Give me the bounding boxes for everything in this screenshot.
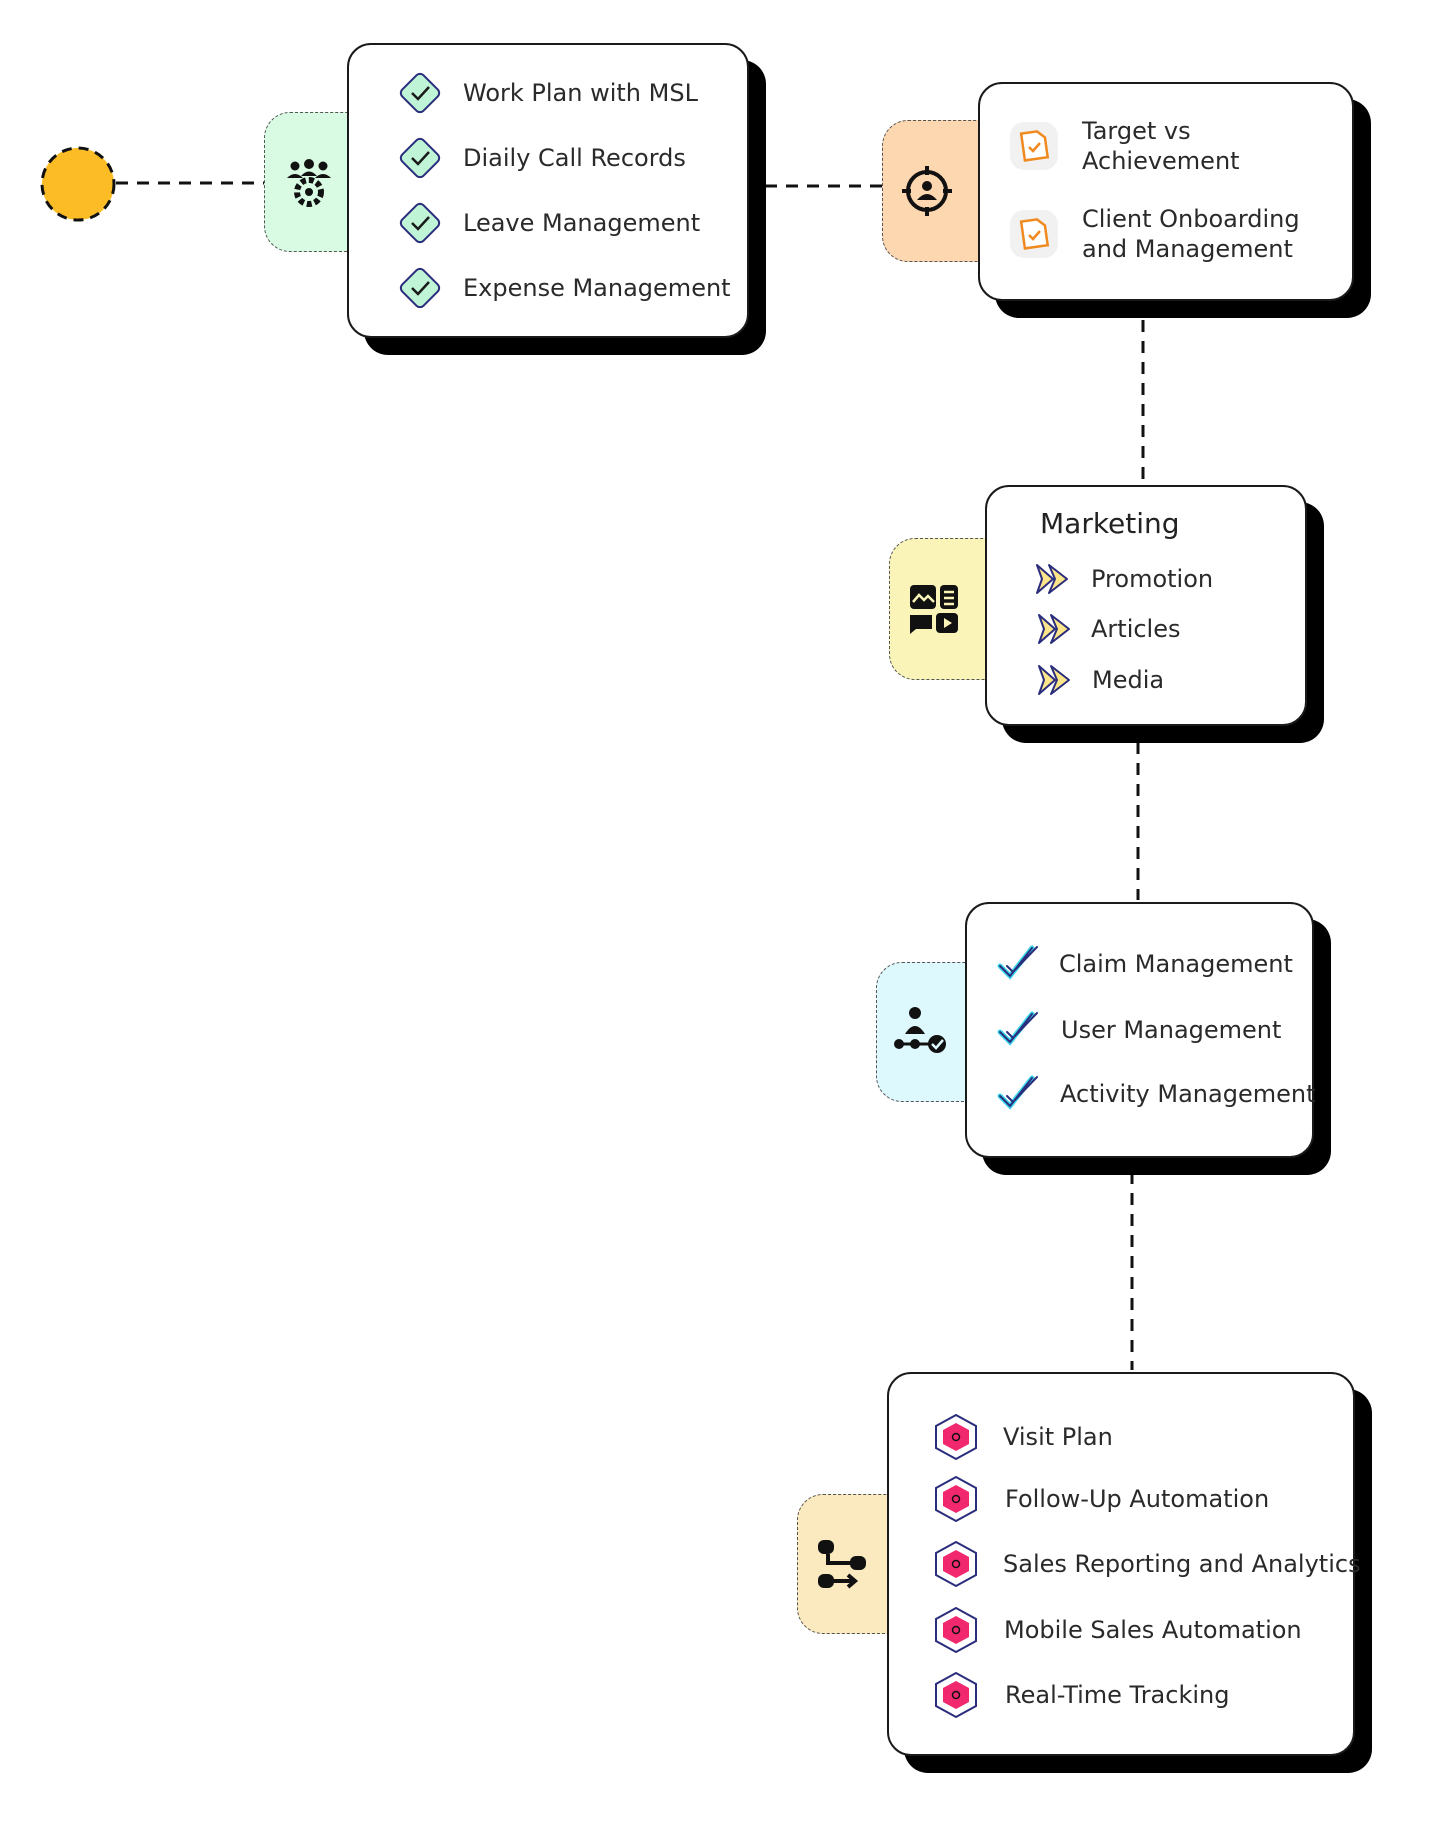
card-management: Claim Management User Management Activit…: [965, 902, 1315, 1158]
item-label: Target vs Achievement: [1082, 117, 1240, 175]
list-item: User Management: [997, 1010, 1281, 1050]
double-tick-icon: [997, 1075, 1038, 1110]
tab-target: [882, 120, 982, 262]
card-sales: Visit Plan Follow-Up Automation Sales Re…: [887, 1372, 1361, 1756]
list-item: Activity Management: [997, 1074, 1315, 1114]
double-chevron-icon: [1038, 614, 1070, 644]
tab-marketing: [889, 538, 989, 680]
list-item: Visit Plan: [933, 1413, 1113, 1461]
hexagon-icon: [935, 1606, 977, 1654]
double-tick-icon: [997, 1011, 1038, 1046]
hexagon-icon: [935, 1475, 977, 1523]
card-targets-clients: Target vs Achievement Client Onboarding …: [978, 82, 1354, 301]
tab-user-management: [876, 962, 976, 1102]
item-label: Visit Plan: [1003, 1423, 1113, 1451]
card-marketing: Marketing Promotion Articles Media: [985, 485, 1307, 726]
card-field-activities: Work Plan with MSL Diaily Call Records L…: [347, 43, 749, 338]
item-label: Promotion: [1091, 565, 1214, 593]
list-item: Sales Reporting and Analytics: [933, 1540, 1361, 1588]
list-item: Articles: [1035, 612, 1181, 646]
check-diamond-icon: [399, 137, 441, 179]
list-item: Client Onboarding and Management: [1006, 204, 1312, 264]
item-label: Mobile Sales Automation: [1004, 1616, 1302, 1644]
document-check-icon: [1010, 210, 1058, 258]
item-label: Activity Management: [1060, 1080, 1316, 1108]
item-label: Work Plan with MSL: [463, 79, 698, 107]
flow-route-icon: [817, 1540, 866, 1589]
tab-team: [264, 112, 364, 252]
double-chevron-icon: [1038, 665, 1070, 695]
item-label: Sales Reporting and Analytics: [1003, 1550, 1361, 1578]
check-diamond-icon: [399, 267, 441, 309]
hexagon-icon: [935, 1540, 977, 1588]
document-check-icon: [1010, 122, 1058, 170]
item-label: Media: [1092, 666, 1165, 694]
list-item: Claim Management: [997, 944, 1293, 984]
tab-sales-automation: [797, 1494, 897, 1634]
double-tick-icon: [997, 945, 1038, 980]
item-label: Real-Time Tracking: [1005, 1681, 1230, 1709]
item-label: Follow-Up Automation: [1005, 1485, 1270, 1513]
item-label: Articles: [1091, 615, 1181, 643]
check-diamond-icon: [399, 72, 441, 114]
item-label: Diaily Call Records: [463, 144, 686, 172]
item-label: Expense Management: [463, 274, 731, 302]
list-item: Media: [1035, 663, 1164, 697]
list-item: Diaily Call Records: [395, 133, 686, 183]
target-person-icon: [901, 166, 952, 216]
list-item: Follow-Up Automation: [933, 1475, 1269, 1523]
card-heading: Marketing: [1040, 507, 1180, 540]
list-item: Work Plan with MSL: [395, 68, 698, 118]
double-chevron-icon: [1036, 564, 1068, 594]
hexagon-icon: [935, 1413, 977, 1461]
list-item: Leave Management: [395, 198, 700, 248]
item-label: Leave Management: [463, 209, 701, 237]
item-label: Claim Management: [1059, 950, 1293, 978]
list-item: Expense Management: [395, 263, 731, 313]
user-workflow-check-icon: [893, 1007, 946, 1053]
media-dashboard-icon: [909, 585, 958, 634]
team-gear-icon: [286, 159, 331, 207]
hexagon-icon: [935, 1671, 977, 1719]
start-dot: [40, 146, 116, 222]
check-diamond-icon: [399, 202, 441, 244]
list-item: Target vs Achievement: [1006, 116, 1312, 176]
item-label: Client Onboarding and Management: [1082, 205, 1300, 263]
list-item: Real-Time Tracking: [933, 1671, 1229, 1719]
list-item: Promotion: [1033, 562, 1213, 596]
item-label: User Management: [1061, 1016, 1282, 1044]
list-item: Mobile Sales Automation: [933, 1606, 1302, 1654]
